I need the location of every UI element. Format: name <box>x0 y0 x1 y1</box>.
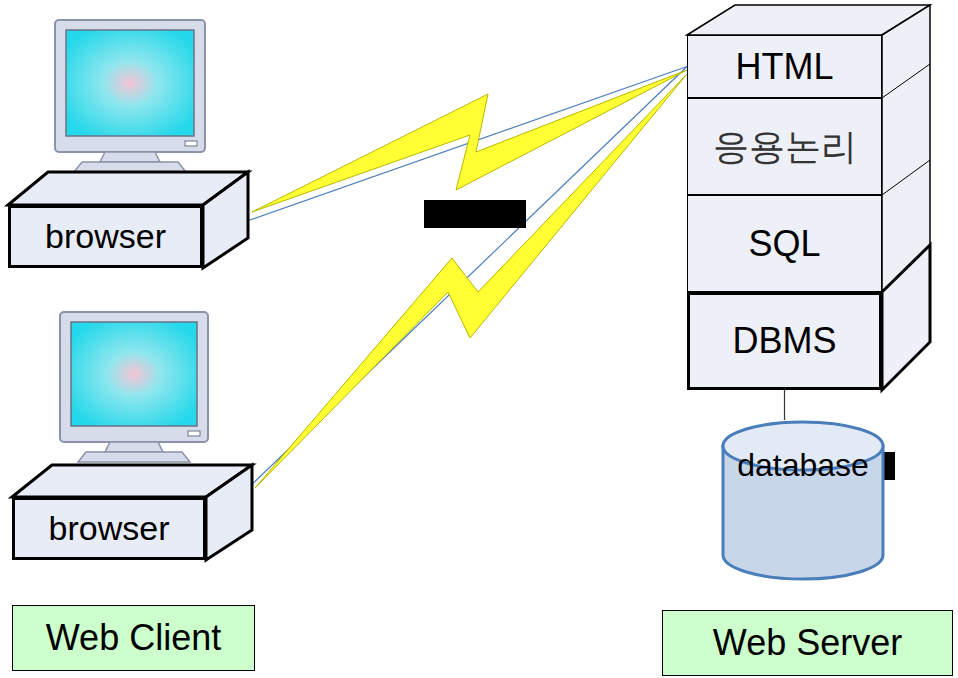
monitor <box>55 20 205 172</box>
node-text: HTML <box>736 47 834 87</box>
node-text: 응용논리 <box>713 127 857 167</box>
pc-case <box>12 465 252 560</box>
pc-case <box>8 172 248 268</box>
label-box: Web Server <box>662 610 953 676</box>
dbms-band: DBMS <box>687 292 882 390</box>
node-text: DBMS <box>732 321 836 361</box>
monitor <box>60 312 208 462</box>
node-text: browser <box>45 218 166 255</box>
node-text: Web Server <box>713 623 902 663</box>
lightning-bolt <box>252 70 687 212</box>
connector-line <box>206 67 687 529</box>
label-box: Web Client <box>12 605 255 671</box>
cylinder-outline <box>720 420 886 582</box>
connector-line <box>784 390 785 420</box>
layer-band: HTML <box>687 35 882 98</box>
database-cylinder: database <box>720 420 886 582</box>
browser-box: browser <box>8 205 203 268</box>
layer-band: 응용논리 <box>687 98 882 195</box>
server-stack <box>687 5 930 390</box>
layer-band: SQL <box>687 195 882 292</box>
browser-box: browser <box>12 497 206 560</box>
lightning-bolt <box>255 74 687 488</box>
node-text: Web Client <box>46 618 221 658</box>
redaction-bar <box>424 200 526 228</box>
node-text: browser <box>49 510 170 547</box>
node-text: SQL <box>748 224 820 264</box>
node-text: database <box>737 448 869 483</box>
